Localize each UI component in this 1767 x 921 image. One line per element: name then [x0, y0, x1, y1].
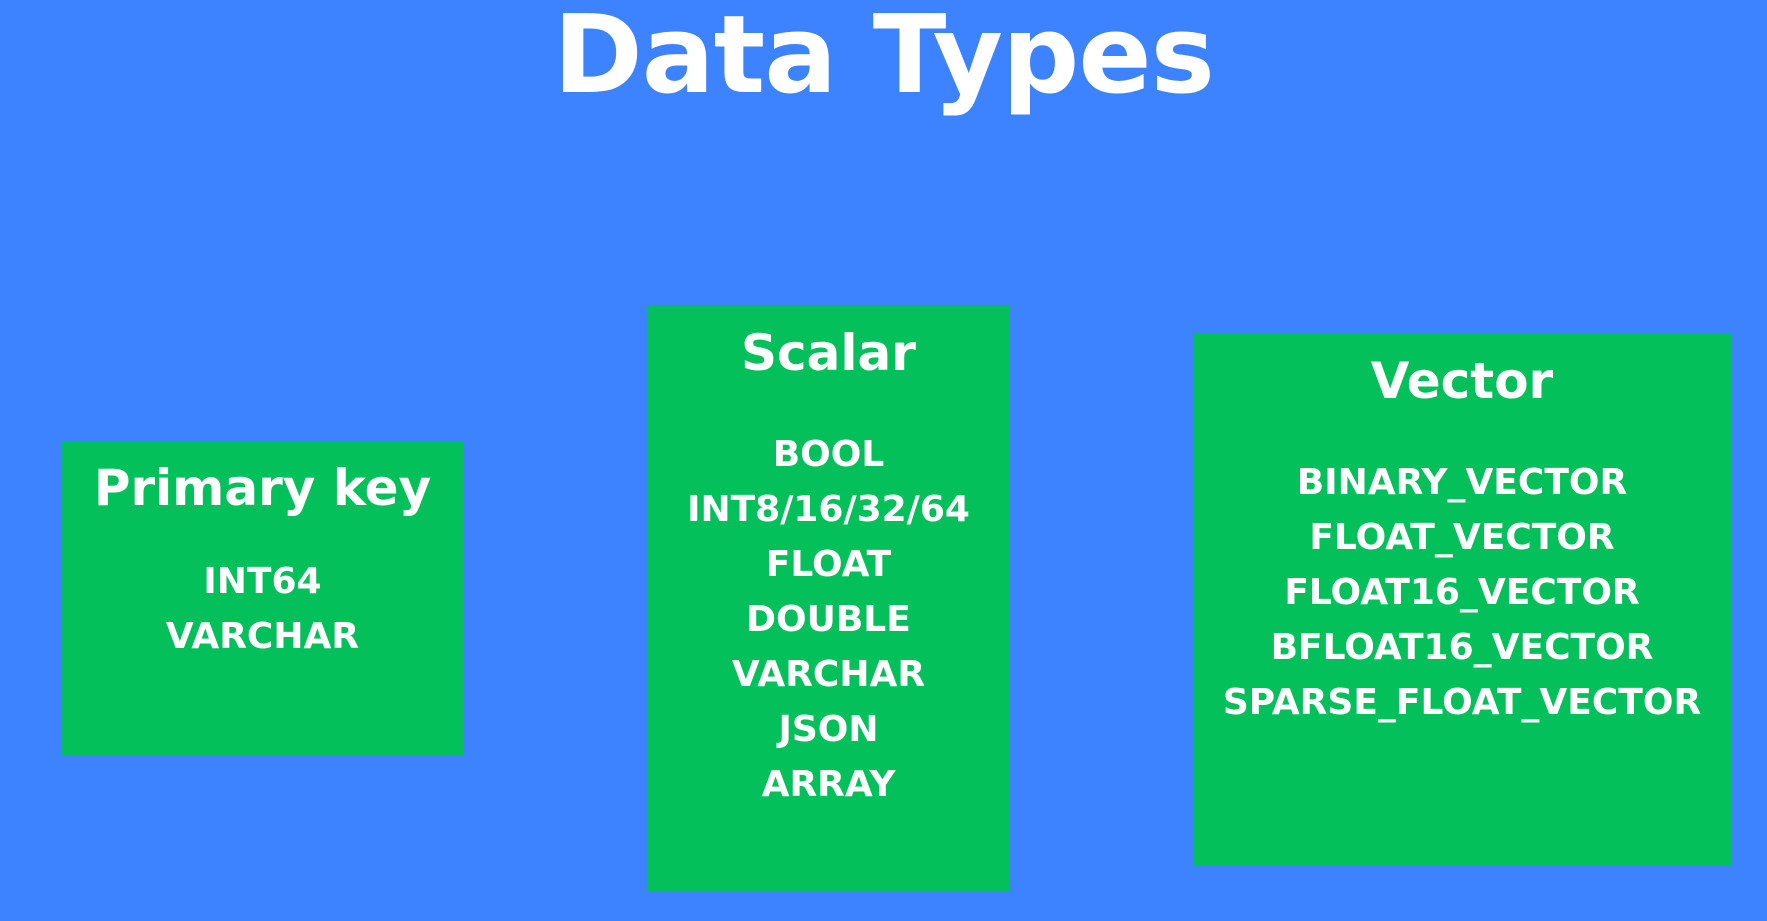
primary-key-card: Primary key INT64 VARCHAR	[62, 442, 463, 756]
type-item: FLOAT	[765, 544, 892, 585]
type-item: JSON	[778, 709, 879, 750]
slide-title: Data Types	[553, 0, 1215, 118]
type-item: FLOAT_VECTOR	[1309, 517, 1615, 558]
card-heading: Vector	[1370, 352, 1554, 410]
type-item: ARRAY	[761, 764, 896, 805]
card-heading: Primary key	[93, 459, 432, 517]
type-list: INT64 VARCHAR	[62, 554, 463, 664]
type-item: DOUBLE	[746, 599, 911, 640]
type-list: BOOL INT8/16/32/64 FLOAT DOUBLE VARCHAR …	[647, 427, 1010, 812]
type-item: VARCHAR	[731, 654, 926, 695]
type-item: VARCHAR	[165, 616, 360, 657]
type-item: INT64	[203, 561, 322, 602]
type-item: INT8/16/32/64	[687, 489, 970, 530]
type-item: SPARSE_FLOAT_VECTOR	[1222, 682, 1702, 723]
card-heading: Scalar	[741, 324, 916, 382]
type-list: BINARY_VECTOR FLOAT_VECTOR FLOAT16_VECTO…	[1193, 455, 1731, 730]
scalar-card: Scalar BOOL INT8/16/32/64 FLOAT DOUBLE V…	[647, 305, 1010, 892]
type-item: FLOAT16_VECTOR	[1284, 572, 1640, 613]
vector-card: Vector BINARY_VECTOR FLOAT_VECTOR FLOAT1…	[1193, 333, 1731, 866]
type-item: BOOL	[772, 434, 885, 475]
type-item: BFLOAT16_VECTOR	[1270, 627, 1654, 668]
type-item: BINARY_VECTOR	[1296, 462, 1628, 503]
